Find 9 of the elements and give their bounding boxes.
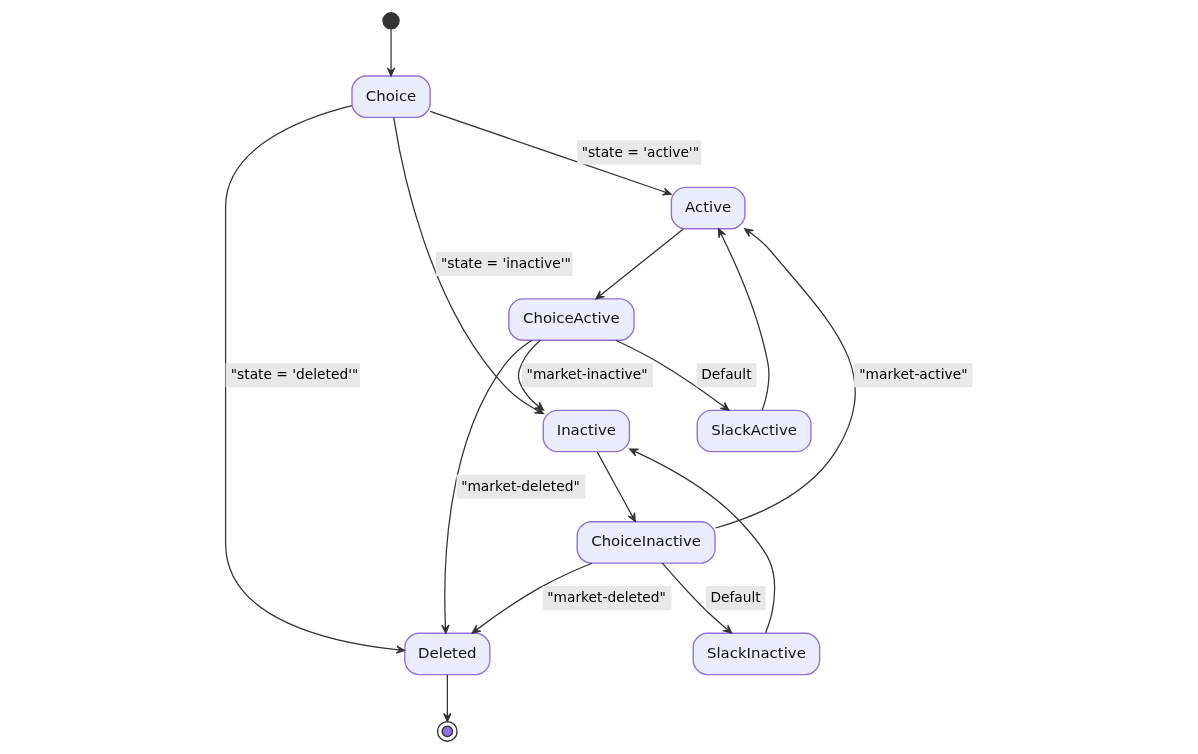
edge-label: "state = 'active'" [581,143,699,160]
edge-label: Default [701,366,752,383]
edge-label: "market-active" [859,366,968,383]
edge-label: "state = 'deleted'" [230,366,359,383]
edge-label: "market-inactive" [526,366,648,383]
edge-label: "market-deleted" [461,477,580,494]
edge-label: "market-deleted" [547,589,666,606]
edge-label: "state = 'inactive'" [441,254,571,271]
edge-label: Default [710,589,761,606]
